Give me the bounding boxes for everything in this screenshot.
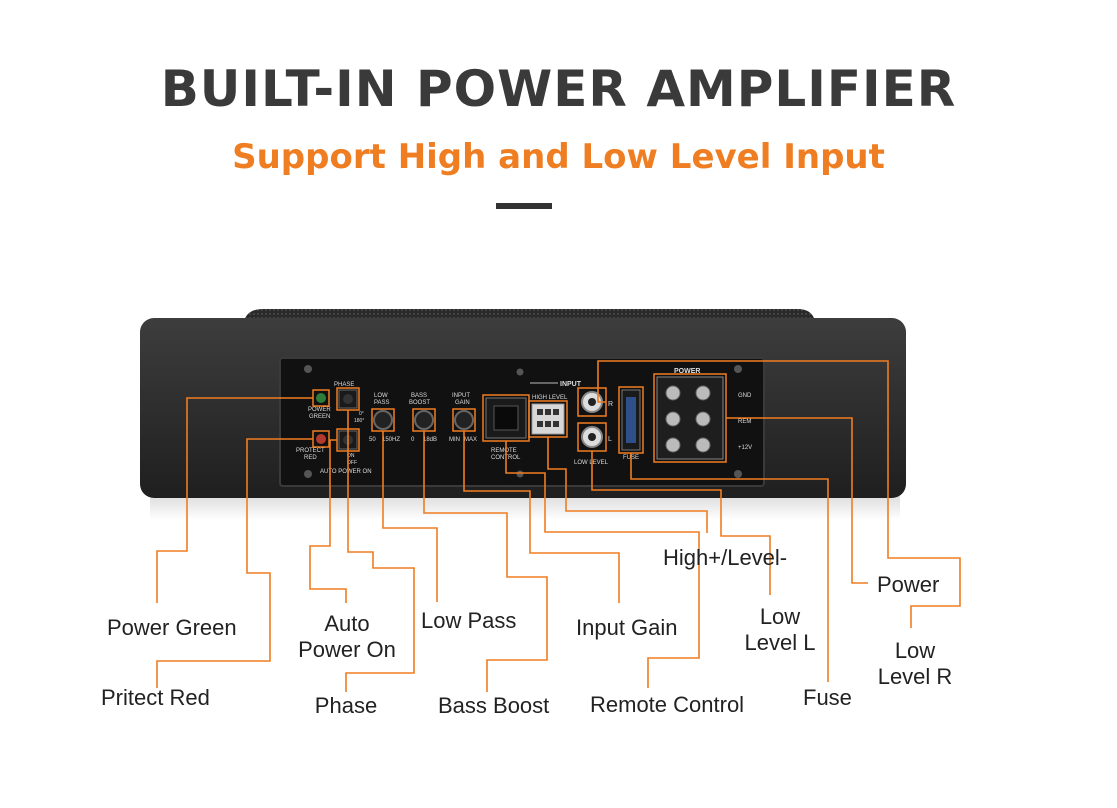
low-pass-knob[interactable] <box>373 410 393 430</box>
panel-screw <box>304 470 312 478</box>
connector-pin <box>553 409 559 415</box>
page-subtitle: Support High and Low Level Input <box>232 137 885 177</box>
panel-label: PHASE <box>334 382 354 388</box>
bass-boost-knob[interactable] <box>414 410 434 430</box>
panel-label: 180° <box>354 418 364 424</box>
leader-high-level <box>547 437 708 533</box>
fuse <box>626 397 636 443</box>
protect-led <box>316 434 326 444</box>
panel-label: L <box>608 436 612 443</box>
panel-label: INPUT <box>560 381 582 388</box>
panel-screw <box>734 365 742 373</box>
panel-label: GREEN <box>309 414 330 420</box>
callout-power-green: Power Green <box>107 615 237 640</box>
panel-label: POWER <box>308 407 331 413</box>
leader-fuse <box>630 453 829 682</box>
panel-label: MIN <box>449 437 460 443</box>
panel-label: OFF <box>347 460 357 466</box>
terminal-screw[interactable] <box>695 385 711 401</box>
panel-label: GND <box>738 393 752 399</box>
callout-low-level-l: Low Level L <box>744 604 816 655</box>
connector-pin <box>537 421 543 427</box>
panel-label: 0° <box>359 411 364 417</box>
rca-right-center <box>588 398 596 406</box>
leader-input-gain <box>463 431 620 603</box>
leader-low-level-l <box>591 451 771 595</box>
terminal-screw[interactable] <box>695 411 711 427</box>
callout-bass-boost: Bass Boost <box>438 693 550 718</box>
leader-low-level-r <box>597 360 961 628</box>
rca-left-center <box>588 433 596 441</box>
power-led <box>316 393 326 403</box>
highlight-boxes <box>312 373 727 463</box>
panel-label: BASS <box>411 393 427 399</box>
title-divider <box>496 203 552 209</box>
device-shadow <box>150 496 900 520</box>
panel-label: PROTECT <box>296 448 325 454</box>
panel-label: RED <box>304 455 317 461</box>
panel-label: 18dB <box>423 437 437 443</box>
panel-label: PASS <box>374 400 390 406</box>
callout-high-level: High+/Level- <box>663 545 788 570</box>
connector-pin <box>545 409 551 415</box>
panel-label: AUTO POWER ON <box>320 469 372 475</box>
leader-remote-control <box>505 441 700 688</box>
panel-label: REM <box>738 419 751 425</box>
panel-label: 50 <box>369 437 376 443</box>
leader-bass-boost <box>423 431 548 692</box>
callout-low-pass: Low Pass <box>421 608 517 633</box>
panel-label: 0 <box>411 437 415 443</box>
callout-fuse: Fuse <box>803 685 852 710</box>
connector-pin <box>545 421 551 427</box>
panel-label: MAX <box>464 437 477 443</box>
connector-pin <box>553 421 559 427</box>
panel-label: BOOST <box>409 400 430 406</box>
callout-phase: Phase <box>314 693 378 718</box>
remote-port-socket <box>493 405 519 431</box>
terminal-screw[interactable] <box>665 411 681 427</box>
leader-auto-power-on <box>309 439 347 603</box>
leader-phase <box>345 410 415 692</box>
page-title: BUILT-IN POWER AMPLIFIER <box>160 60 957 118</box>
panel-label: LOW <box>374 393 388 399</box>
panel-label: REMOTE <box>491 448 517 454</box>
panel-screw <box>516 470 524 478</box>
panel-screw <box>734 470 742 478</box>
speaker-grille <box>245 309 814 318</box>
panel-label: INPUT <box>452 393 470 399</box>
panel-screw <box>516 368 524 376</box>
panel-label: ON <box>347 453 355 459</box>
panel-label: GAIN <box>455 400 470 406</box>
leader-power-green <box>156 397 313 603</box>
callout-auto-power-on: Auto Power On <box>298 611 396 662</box>
terminal-screw[interactable] <box>695 437 711 453</box>
callout-pritect-red: Pritect Red <box>101 685 210 710</box>
panel-label: R <box>608 401 613 408</box>
panel-label: 150HZ <box>382 437 400 443</box>
leader-low-pass <box>382 431 438 602</box>
callout-power: Power <box>877 572 940 597</box>
leader-lines <box>156 360 961 692</box>
callout-remote-control: Remote Control <box>590 692 745 717</box>
panel-label: HIGH LEVEL <box>532 395 568 401</box>
leader-power <box>726 417 868 584</box>
leader-pritect-red <box>156 438 313 688</box>
panel-label: +12V <box>738 445 752 451</box>
high-level-connector[interactable] <box>531 403 565 435</box>
callout-low-level-r: Low Level R <box>877 638 953 689</box>
input-gain-knob[interactable] <box>454 410 474 430</box>
connector-pin <box>537 409 543 415</box>
panel-screw <box>304 365 312 373</box>
terminal-screw[interactable] <box>665 437 681 453</box>
callout-input-gain: Input Gain <box>576 615 678 640</box>
terminal-screw[interactable] <box>665 385 681 401</box>
amplifier-device: POWER GREEN PROTECT RED PHASE 0° 180° ON… <box>140 309 906 520</box>
phase-switch-knob <box>343 394 353 404</box>
panel-label: POWER <box>674 368 700 375</box>
